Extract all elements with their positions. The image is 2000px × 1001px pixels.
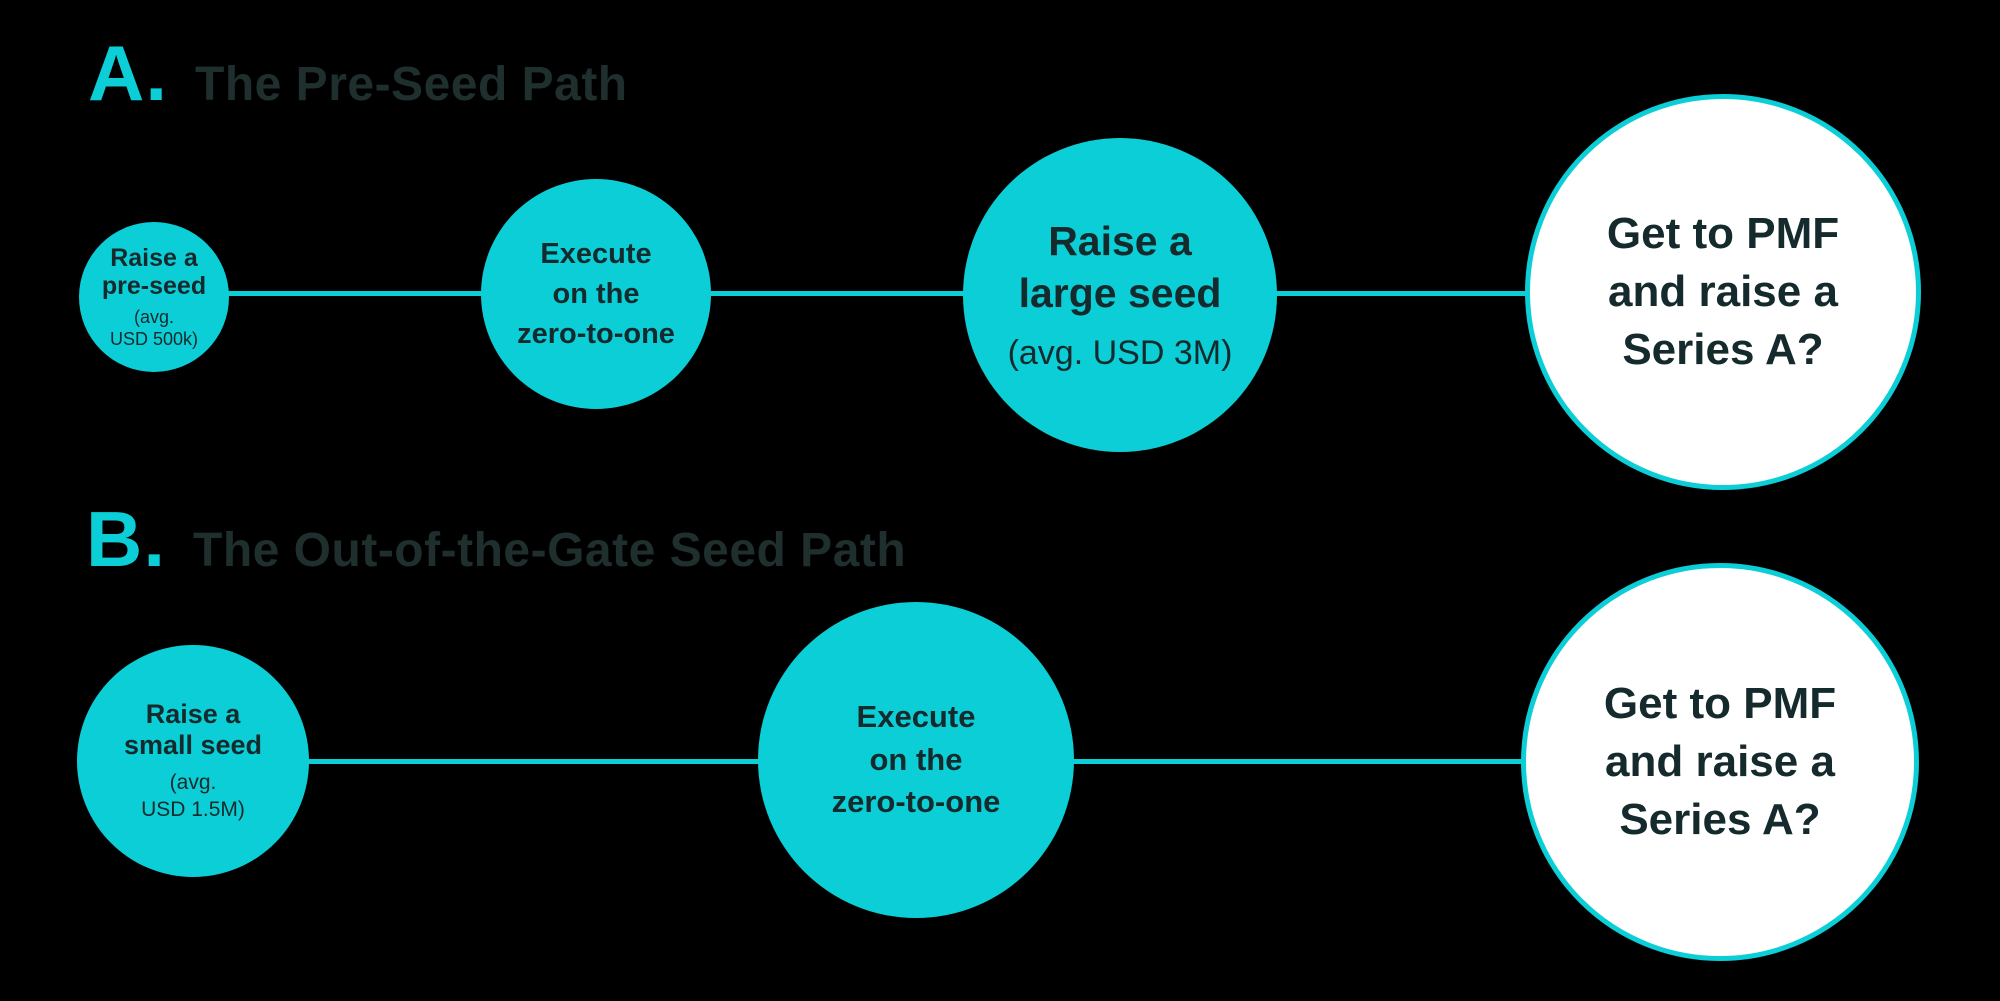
section-a-title: The Pre-Seed Path [195,58,628,111]
node-label-line: and raise a [1605,736,1835,786]
node-label: Raise a pre-seed [102,244,206,300]
node-raise-pre-seed: Raise a pre-seed (avg. USD 500k) [79,222,229,372]
node-label: Raise a large seed [1019,216,1222,319]
node-sublabel-line: USD 1.5M) [141,797,245,821]
node-label-line: zero-to-one [517,318,675,350]
node-raise-small-seed: Raise a small seed (avg. USD 1.5M) [77,645,309,877]
node-sublabel-line: (avg. [133,306,175,327]
node-label-line: Get to PMF [1606,208,1840,258]
node-label-line: Raise a [1048,218,1192,265]
node-label-line: on the [552,277,640,310]
section-b-heading: B. The Out-of-the-Gate Seed Path [86,500,906,578]
node-get-to-pmf-a: Get to PMF and raise a Series A? [1525,94,1921,490]
node-sublabel-line: (avg. USD 3M) [1007,333,1233,372]
node-sublabel-line: USD 500k) [109,328,199,349]
node-label: Get to PMF and raise a Series A? [1607,205,1839,379]
connector-line-path-a [150,291,1723,296]
node-label: Execute on the zero-to-one [832,696,1001,824]
section-b-title: The Out-of-the-Gate Seed Path [193,524,907,577]
node-sublabel: (avg. USD 500k) [110,307,198,350]
section-b-letter: B. [86,495,166,583]
node-label-line: Raise a [145,699,241,730]
node-execute-zero-to-one-b: Execute on the zero-to-one [758,602,1074,918]
node-sublabel-line: (avg. [169,771,217,795]
node-label-line: small seed [123,730,263,761]
node-label-line: on the [869,741,963,777]
node-label-line: pre-seed [101,271,207,300]
node-execute-zero-to-one-a: Execute on the zero-to-one [481,179,711,409]
node-label-line: Execute [540,237,652,270]
node-label-line: zero-to-one [831,784,1001,820]
node-raise-large-seed: Raise a large seed (avg. USD 3M) [963,138,1277,452]
node-label-line: Series A? [1619,795,1821,845]
node-sublabel: (avg. USD 3M) [1008,333,1233,374]
node-label: Raise a small seed [124,699,262,761]
node-sublabel: (avg. USD 1.5M) [141,770,245,823]
node-get-to-pmf-b: Get to PMF and raise a Series A? [1521,563,1919,961]
node-label-line: Series A? [1622,325,1824,375]
node-label-line: Raise a [110,243,198,272]
node-label-line: large seed [1018,269,1222,316]
node-label-line: Get to PMF [1603,678,1837,728]
node-label: Execute on the zero-to-one [517,234,675,354]
section-a-letter: A. [88,29,168,117]
node-label-line: and raise a [1608,266,1838,316]
node-label: Get to PMF and raise a Series A? [1604,675,1836,849]
node-label-line: Execute [856,698,976,734]
section-a-heading: A. The Pre-Seed Path [88,34,628,112]
